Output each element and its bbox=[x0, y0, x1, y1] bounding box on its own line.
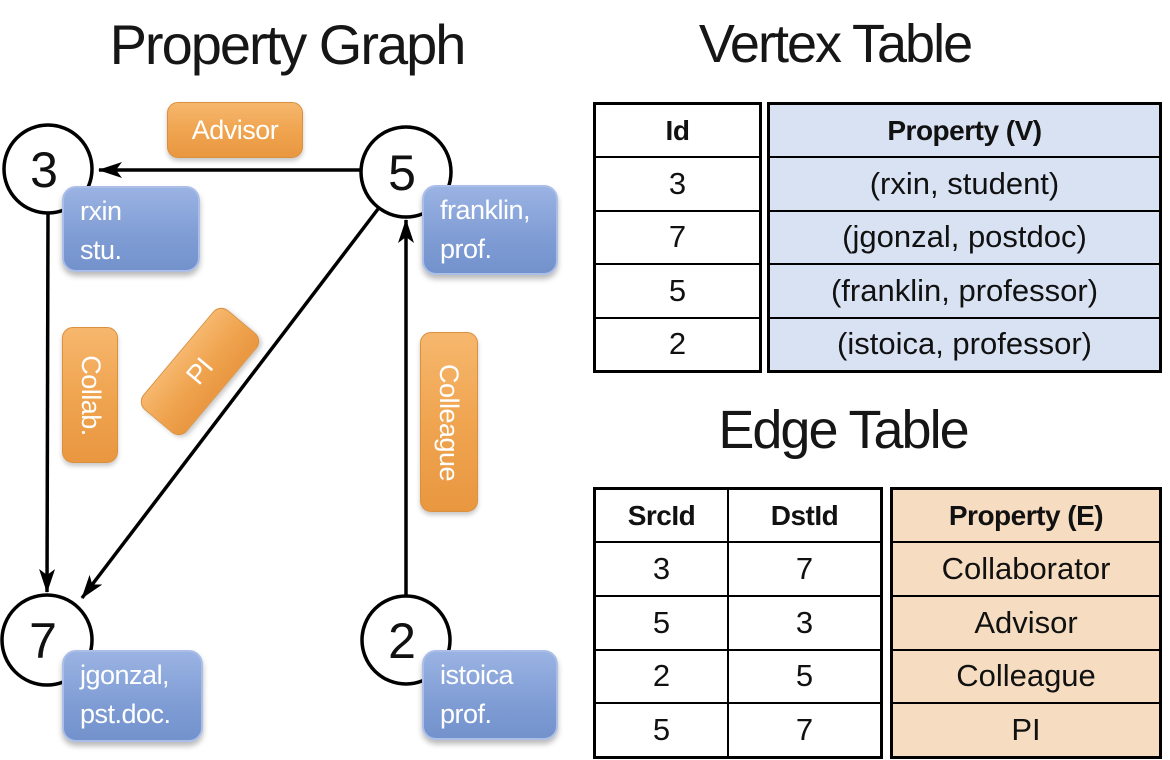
edge-dst-cell: 3 bbox=[727, 596, 880, 649]
table-row: 3 7 bbox=[596, 541, 880, 595]
vertex-prop-jgonzal: jgonzal, pst.doc. bbox=[62, 650, 203, 742]
edge-dst-cell: 5 bbox=[727, 650, 880, 703]
edge-property-cell: Advisor bbox=[974, 604, 1078, 640]
table-row: (jgonzal, postdoc) bbox=[770, 209, 1159, 264]
table-row: Advisor bbox=[893, 594, 1159, 649]
edge-src-cell: 2 bbox=[652, 658, 671, 694]
table-row: 5 bbox=[596, 263, 759, 317]
edge-label-pi-text: PI bbox=[180, 352, 219, 391]
vertex-col-property: Property (V) bbox=[887, 114, 1042, 146]
table-row: PI bbox=[893, 702, 1159, 756]
edge-col-dstid: DstId bbox=[727, 490, 880, 541]
vertex-prop-franklin: franklin, prof. bbox=[422, 185, 558, 275]
table-row: Collaborator bbox=[893, 541, 1159, 595]
vertex-col-id: Id bbox=[665, 114, 690, 146]
edge-dst-cell: 7 bbox=[727, 543, 880, 595]
vertex-prop-franklin-line2: prof. bbox=[440, 234, 492, 264]
vertex-prop-istoica-line1: istoica bbox=[440, 660, 514, 690]
vertex-prop-jgonzal-line2: pst.doc. bbox=[80, 699, 171, 729]
table-row: (istoica, professor) bbox=[770, 316, 1159, 371]
edge-dst-cell: 7 bbox=[727, 704, 880, 756]
table-header-row: Id bbox=[596, 105, 759, 156]
vertex-id-7: 7 bbox=[29, 613, 57, 669]
edge-property-cell: PI bbox=[1011, 712, 1041, 748]
table-row: 5 7 bbox=[596, 702, 880, 756]
vertex-id-5: 5 bbox=[388, 145, 416, 201]
edge-label-advisor: Advisor bbox=[167, 102, 303, 158]
vertex-prop-franklin-line1: franklin, bbox=[440, 195, 531, 225]
edge-label-advisor-text: Advisor bbox=[191, 114, 279, 145]
edge-table-id-columns: SrcId DstId 3 7 5 3 2 5 5 7 bbox=[593, 487, 883, 759]
vertex-id-cell: 2 bbox=[668, 326, 687, 362]
table-header-row: Property (E) bbox=[893, 490, 1159, 541]
vertex-prop-rxin-line1: rxin bbox=[80, 196, 122, 226]
edge-src-cell: 5 bbox=[652, 712, 671, 748]
edge-col-property: Property (E) bbox=[948, 499, 1104, 531]
edge-pi-5-to-7 bbox=[80, 207, 380, 600]
table-header-row: SrcId DstId bbox=[596, 490, 880, 541]
vertex-property-cell: (rxin, student) bbox=[869, 165, 1060, 201]
property-graph-title: Property Graph bbox=[109, 13, 467, 76]
vertex-id-2: 2 bbox=[388, 613, 416, 669]
table-row: 5 3 bbox=[596, 594, 880, 649]
edge-label-collab-text: Collab. bbox=[75, 354, 106, 436]
vertex-id-3: 3 bbox=[30, 142, 58, 198]
table-row: 2 5 bbox=[596, 648, 880, 703]
edge-table-title: Edge Table bbox=[718, 400, 969, 460]
edge-property-cell: Colleague bbox=[956, 658, 1096, 694]
vertex-prop-istoica-line2: prof. bbox=[440, 699, 492, 729]
vertex-property-cell: (franklin, professor) bbox=[830, 272, 1099, 308]
table-row: 7 bbox=[596, 209, 759, 264]
table-row: Colleague bbox=[893, 648, 1159, 703]
edge-label-colleague-text: Colleague bbox=[434, 363, 465, 481]
edge-col-srcid: SrcId bbox=[627, 499, 696, 531]
table-row: 3 bbox=[596, 156, 759, 210]
table-row: (franklin, professor) bbox=[770, 263, 1159, 317]
vertex-prop-rxin: rxin stu. bbox=[62, 186, 200, 272]
edge-collab-3-to-7 bbox=[39, 213, 56, 593]
vertex-id-cell: 5 bbox=[668, 272, 687, 308]
edge-src-cell: 3 bbox=[652, 550, 671, 586]
vertex-id-cell: 3 bbox=[668, 165, 687, 201]
edge-src-cell: 5 bbox=[652, 604, 671, 640]
edge-property-cell: Collaborator bbox=[941, 550, 1111, 586]
vertex-property-cell: (istoica, professor) bbox=[837, 326, 1092, 362]
vertex-prop-rxin-line2: stu. bbox=[80, 235, 122, 265]
vertex-property-cell: (jgonzal, postdoc) bbox=[842, 219, 1087, 255]
vertex-id-cell: 7 bbox=[668, 219, 687, 255]
vertex-prop-istoica: istoica prof. bbox=[422, 650, 558, 740]
table-row: 2 bbox=[596, 316, 759, 371]
edge-table-property-column: Property (E) Collaborator Advisor Collea… bbox=[890, 487, 1162, 759]
table-row: (rxin, student) bbox=[770, 156, 1159, 210]
edge-label-colleague: Colleague bbox=[420, 332, 478, 512]
vertex-table-property-column: Property (V) (rxin, student) (jgonzal, p… bbox=[767, 102, 1162, 373]
vertex-table-id-column: Id 3 7 5 2 bbox=[593, 102, 762, 373]
vertex-prop-jgonzal-line1: jgonzal, bbox=[80, 660, 170, 690]
table-header-row: Property (V) bbox=[770, 105, 1159, 156]
vertex-table-title: Vertex Table bbox=[698, 14, 973, 74]
edge-label-collab: Collab. bbox=[62, 327, 118, 463]
